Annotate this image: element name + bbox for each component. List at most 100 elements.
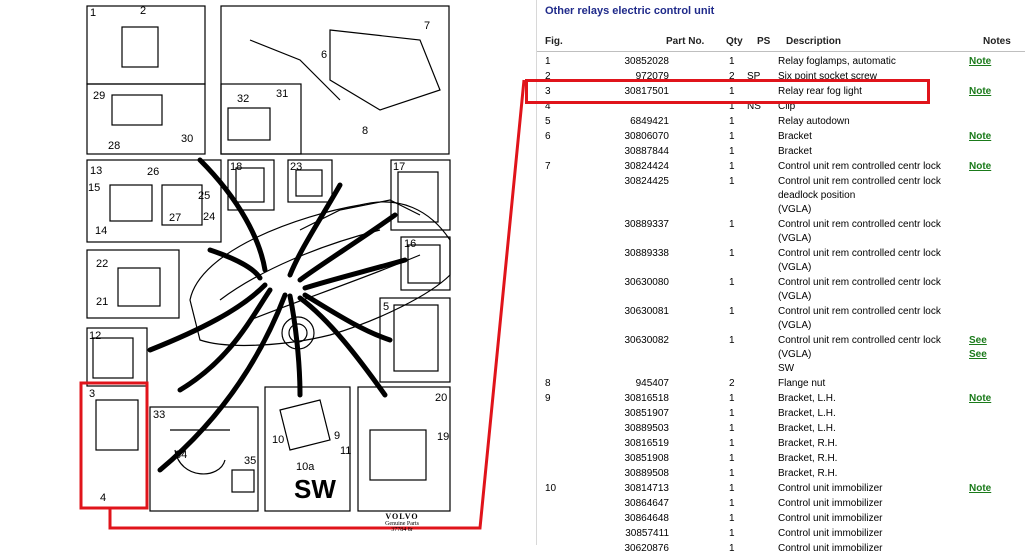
row-description: Six point socket screw xyxy=(778,71,877,82)
callout-11: 11 xyxy=(340,445,352,457)
diagram-drawing xyxy=(79,5,526,530)
row-part-no: 972079 xyxy=(635,71,669,82)
header-separator xyxy=(537,51,1025,52)
row-fig: 6 xyxy=(545,131,551,142)
row-fig: 5 xyxy=(545,116,551,127)
box-18 xyxy=(227,159,275,211)
row-description: Bracket, L.H. xyxy=(778,408,836,419)
row-qty: 1 xyxy=(729,101,735,112)
row-fig: 10 xyxy=(545,483,557,494)
row-description: Control unit immobilizer xyxy=(778,498,883,509)
callout-28: 28 xyxy=(108,140,121,152)
row-note-link[interactable]: Note xyxy=(969,131,992,142)
row-description: Relay autodown xyxy=(778,116,850,127)
row-description: Control unit rem controlled centr lock (… xyxy=(778,306,941,331)
box-19-20 xyxy=(357,386,451,512)
row-description: Control unit rem controlled centr lock (… xyxy=(778,248,941,273)
row-part-no: 30851908 xyxy=(624,453,670,464)
row-description: Control unit immobilizer xyxy=(778,483,883,494)
row-part-no: 30630082 xyxy=(624,335,670,346)
row-part-no: 30817501 xyxy=(624,86,670,97)
row-qty: 2 xyxy=(729,378,735,389)
row-part-no: 30889508 xyxy=(624,468,670,479)
box-17 xyxy=(390,159,451,231)
row-description: Bracket, L.H. xyxy=(778,393,836,404)
box-6-7-8 xyxy=(220,5,450,155)
row-description: Bracket, L.H. xyxy=(778,423,836,434)
row-qty: 1 xyxy=(729,393,735,404)
callout-31: 31 xyxy=(276,88,289,100)
box-13-27 xyxy=(86,159,222,243)
callout-4: 4 xyxy=(100,492,107,504)
callout-17: 17 xyxy=(393,161,406,173)
row-qty: 1 xyxy=(729,498,735,509)
row-part-no: 30814713 xyxy=(624,483,670,494)
highlight-connector-line xyxy=(108,79,526,530)
row-note-link[interactable]: Note xyxy=(969,161,992,172)
row-qty: 2 xyxy=(729,71,735,82)
row-part-no: 30806070 xyxy=(624,131,670,142)
row-qty: 1 xyxy=(729,306,735,317)
callout-27: 27 xyxy=(169,212,182,224)
row-qty: 1 xyxy=(729,248,735,259)
row-part-no: 30630080 xyxy=(624,277,670,288)
callout-23: 23 xyxy=(290,161,303,173)
row-description: Bracket xyxy=(778,146,812,157)
header-fig: Fig. xyxy=(545,36,563,47)
row-qty: 1 xyxy=(729,468,735,479)
box-1-2 xyxy=(86,5,206,85)
row-part-no: 30816518 xyxy=(624,393,670,404)
box-9-11-sw xyxy=(264,386,351,512)
row-description: Flange nut xyxy=(778,378,826,389)
box-28-29 xyxy=(86,83,206,155)
header-notes: Notes xyxy=(983,36,1011,47)
row-note-link[interactable]: Note xyxy=(969,86,992,97)
callout-29: 29 xyxy=(93,90,106,102)
row-qty: 1 xyxy=(729,56,735,67)
row-qty: 1 xyxy=(729,161,735,172)
row-part-no: 30620876 xyxy=(624,543,670,554)
callout-14: 14 xyxy=(95,225,108,237)
callout-35: 35 xyxy=(244,455,257,467)
row-fig: 7 xyxy=(545,161,551,172)
row-ps: NS xyxy=(747,101,761,112)
callout-8: 8 xyxy=(362,125,369,137)
row-qty: 1 xyxy=(729,528,735,539)
row-description: Control unit rem controlled centr lock (… xyxy=(778,277,941,302)
row-note-link[interactable]: Note xyxy=(969,483,992,494)
row-part-no: 30824425 xyxy=(624,176,670,187)
row-description: Clip xyxy=(778,101,796,112)
row-qty: 1 xyxy=(729,277,735,288)
callout-1: 1 xyxy=(90,7,97,19)
row-fig: 3 xyxy=(545,86,551,97)
row-qty: 1 xyxy=(729,408,735,419)
callout-21: 21 xyxy=(96,296,109,308)
row-note-link[interactable]: Note xyxy=(969,56,992,67)
callout-26: 26 xyxy=(147,166,160,178)
row-qty: 1 xyxy=(729,86,735,97)
volvo-logo: VOLVO Genuine Parts 37784 8r xyxy=(385,512,419,533)
callout-33: 33 xyxy=(153,409,166,421)
row-fig: 2 xyxy=(545,71,551,82)
header-ps: PS xyxy=(757,36,771,47)
box-21-22 xyxy=(86,249,180,319)
row-note-link[interactable]: Note xyxy=(969,393,992,404)
row-part-no: 30864647 xyxy=(624,498,670,509)
callout-24: 24 xyxy=(203,211,216,223)
row-note-link[interactable]: See See xyxy=(969,335,987,360)
